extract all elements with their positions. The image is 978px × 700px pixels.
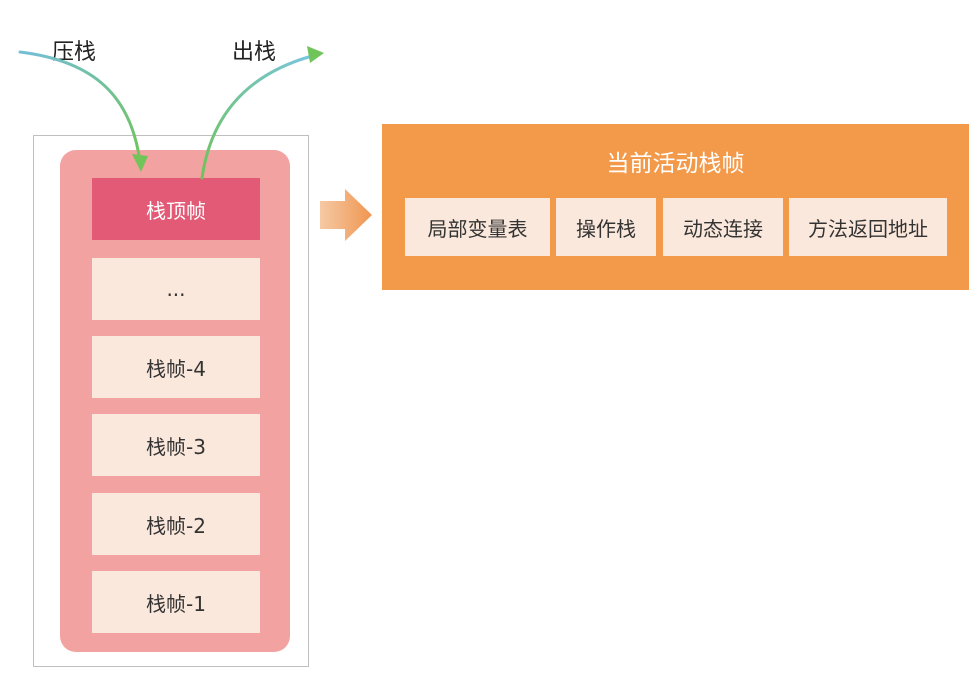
top-stack-frame: 栈顶帧 bbox=[92, 178, 260, 240]
push-label: 压栈 bbox=[52, 40, 97, 65]
pop-label: 出栈 bbox=[232, 40, 277, 65]
local-variable-table-cell: 局部变量表 bbox=[405, 198, 550, 256]
return-address-cell: 方法返回地址 bbox=[789, 198, 947, 256]
stack-frame-ellipsis: ... bbox=[92, 258, 260, 320]
stack-frame-1: 栈帧-1 bbox=[92, 571, 260, 633]
to-active-frame-arrow-icon bbox=[320, 189, 372, 241]
active-frame-title: 当前活动栈帧 bbox=[606, 151, 745, 177]
stack-frame-3: 栈帧-3 bbox=[92, 414, 260, 476]
stack-frame-2: 栈帧-2 bbox=[92, 493, 260, 555]
operand-stack-cell: 操作栈 bbox=[556, 198, 656, 256]
pop-arrowhead-icon bbox=[307, 46, 324, 63]
stack-frame-4: 栈帧-4 bbox=[92, 336, 260, 398]
dynamic-linking-cell: 动态连接 bbox=[663, 198, 783, 256]
active-frame-panel: 当前活动栈帧 局部变量表 操作栈 动态连接 方法返回地址 bbox=[382, 124, 969, 290]
